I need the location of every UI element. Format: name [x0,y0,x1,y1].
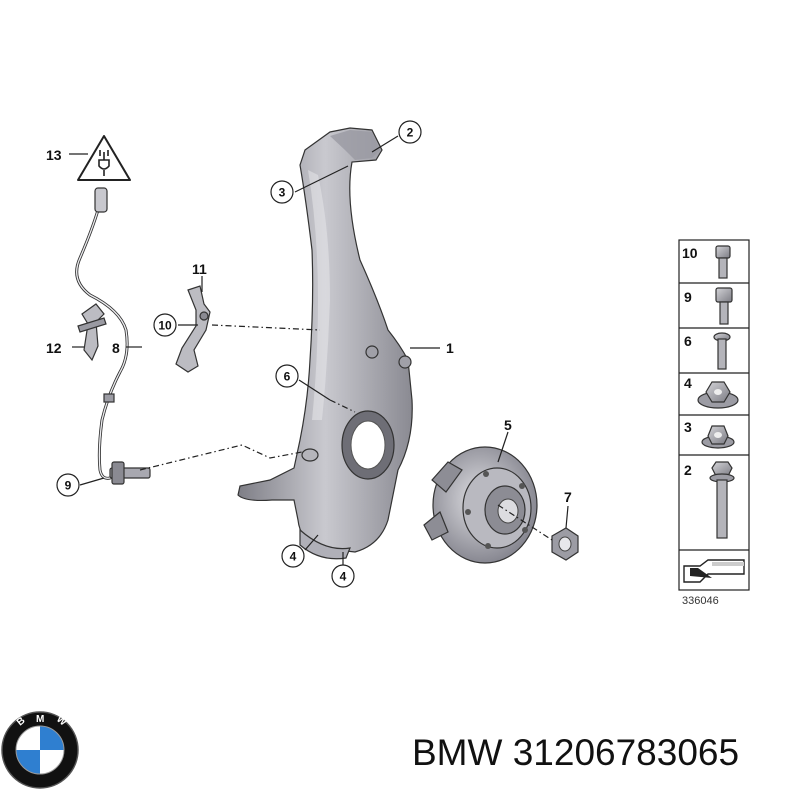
callout-10: 10 [153,313,177,337]
legend-row-4: 4 [684,375,739,409]
collar-nut [551,527,579,561]
callout-13: 13 [46,147,62,163]
callout-5: 5 [504,417,512,433]
svg-text:3: 3 [279,186,286,200]
svg-text:10: 10 [158,319,172,333]
legend-row-9: 9 [684,287,733,325]
part-number: 31206783065 [512,732,740,773]
legend-row-10: 10 [682,245,731,279]
callout-8: 8 [112,340,120,356]
callout-3: 3 [270,180,294,204]
svg-text:4: 4 [290,550,297,564]
svg-text:7: 7 [564,489,572,505]
abs-sensor-cable [75,187,151,485]
part-caption: BMW 31206783065 [412,732,792,782]
svg-text:M: M [36,714,44,725]
svg-text:11: 11 [192,261,207,277]
svg-text:4: 4 [684,375,692,391]
leader-lines [69,135,569,565]
legend-row-2: 2 [684,461,735,539]
steering-knuckle [237,127,413,560]
svg-text:4: 4 [340,570,347,584]
svg-text:1: 1 [446,340,454,356]
svg-text:6: 6 [284,370,291,384]
svg-text:10: 10 [682,245,698,261]
callout-12: 12 [46,340,62,356]
cable-clip [77,303,107,362]
bmw-logo: B M W [1,711,79,789]
svg-text:8: 8 [112,340,120,356]
callout-7: 7 [564,489,572,505]
callout-11: 11 [192,261,207,277]
svg-text:2: 2 [407,126,414,140]
brand-name: BMW [412,732,503,773]
reference-code: 336046 [682,595,719,607]
svg-text:12: 12 [46,340,62,356]
svg-text:5: 5 [504,417,512,433]
fastener-legend: 10 9 6 4 3 2 [678,239,750,607]
callout-9: 9 [56,473,80,497]
svg-text:6: 6 [684,333,692,349]
warning-triangle-icon [77,135,131,181]
sensor-bracket [175,285,211,373]
svg-text:9: 9 [684,289,692,305]
callout-4-lower: 4 [331,564,355,588]
direction-arrow-icon [683,559,745,583]
svg-text:3: 3 [684,419,692,435]
callout-4-upper: 4 [281,544,305,568]
legend-row-6: 6 [684,332,731,370]
svg-text:13: 13 [46,147,62,163]
wheel-hub-bearing [423,446,538,564]
callout-1: 1 [446,340,454,356]
svg-text:9: 9 [65,479,72,493]
svg-text:2: 2 [684,462,692,478]
legend-row-3: 3 [684,419,735,449]
callout-6: 6 [275,364,299,388]
callout-2: 2 [398,120,422,144]
